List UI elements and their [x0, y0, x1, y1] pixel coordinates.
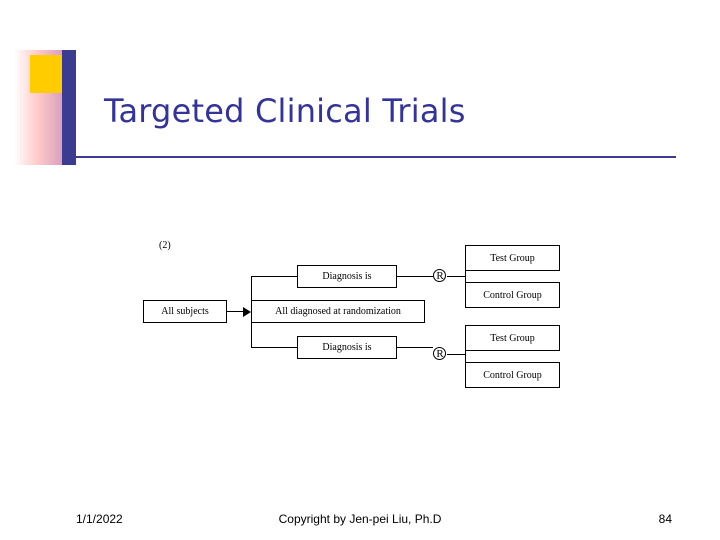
footer-copyright: Copyright by Jen-pei Liu, Ph.D — [278, 512, 442, 526]
randomization-node-top: R — [433, 269, 447, 283]
node-test-group-top: Test Group — [465, 245, 560, 271]
connector-diagnosis-top-to-r — [397, 276, 433, 277]
node-control-group-top: Control Group — [465, 282, 560, 308]
connector-r-top-vertical — [465, 258, 466, 294]
node-all-subjects: All subjects — [143, 300, 227, 323]
connector-split-down — [251, 347, 297, 348]
randomization-node-bottom: R — [433, 347, 447, 361]
connector-split-up — [251, 276, 297, 277]
footer-date: 1/1/2022 — [76, 512, 123, 526]
page-title: Targeted Clinical Trials — [104, 92, 466, 130]
connector-r-bottom-out — [447, 354, 465, 355]
node-test-group-bottom: Test Group — [465, 325, 560, 351]
node-diagnosis-bottom: Diagnosis is — [297, 336, 397, 359]
blue-vertical-bar — [62, 50, 76, 165]
connector-all-subjects-to-all-diagnosed — [227, 311, 245, 312]
node-all-diagnosed-at-randomization: All diagnosed at randomization — [251, 300, 425, 323]
node-diagnosis-top: Diagnosis is — [297, 265, 397, 288]
randomization-label-top: R — [436, 270, 444, 282]
connector-r-bottom-vertical — [465, 338, 466, 374]
footer-page-number: 84 — [658, 512, 672, 526]
connector-diagnosis-bottom-to-r — [397, 347, 433, 348]
connector-split-vertical — [251, 276, 252, 347]
title-underline-rule — [76, 156, 676, 158]
decorative-corner-graphic — [0, 40, 120, 170]
connector-r-top-out — [447, 276, 465, 277]
node-control-group-bottom: Control Group — [465, 362, 560, 388]
diagram-index-label: (2) — [159, 240, 171, 251]
arrowhead-to-all-diagnosed — [243, 307, 251, 317]
randomization-label-bottom: R — [436, 348, 444, 360]
